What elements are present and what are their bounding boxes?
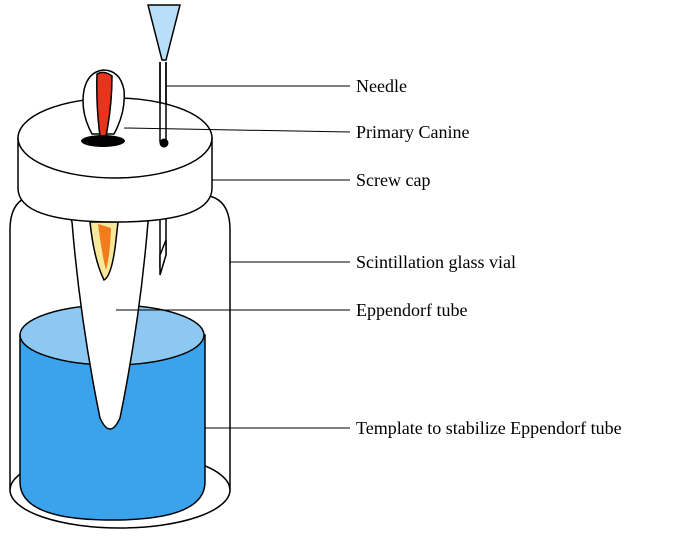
leader-primary-canine — [123, 127, 351, 133]
labels: Needle Primary Canine Screw cap Scintill… — [356, 76, 622, 438]
label-vial: Scintillation glass vial — [356, 252, 516, 272]
label-primary-canine: Primary Canine — [356, 122, 469, 142]
leader-lines — [116, 85, 351, 429]
canine-root — [89, 221, 119, 282]
needle-hub — [147, 4, 181, 61]
primary-canine — [82, 69, 126, 137]
label-screw-cap: Screw cap — [356, 170, 430, 190]
label-eppendorf: Eppendorf tube — [356, 300, 467, 320]
tube-opening — [81, 135, 125, 147]
eppendorf-tube — [66, 211, 149, 430]
label-template: Template to stabilize Eppendorf tube — [356, 418, 622, 438]
needle-puncture-point — [159, 138, 169, 148]
canine-pulp — [96, 71, 113, 137]
eppendorf-tube-body — [66, 211, 149, 430]
label-needle: Needle — [356, 76, 407, 96]
needle-tip — [159, 239, 167, 276]
root-pulp — [98, 224, 111, 270]
screw-cap — [17, 62, 213, 223]
